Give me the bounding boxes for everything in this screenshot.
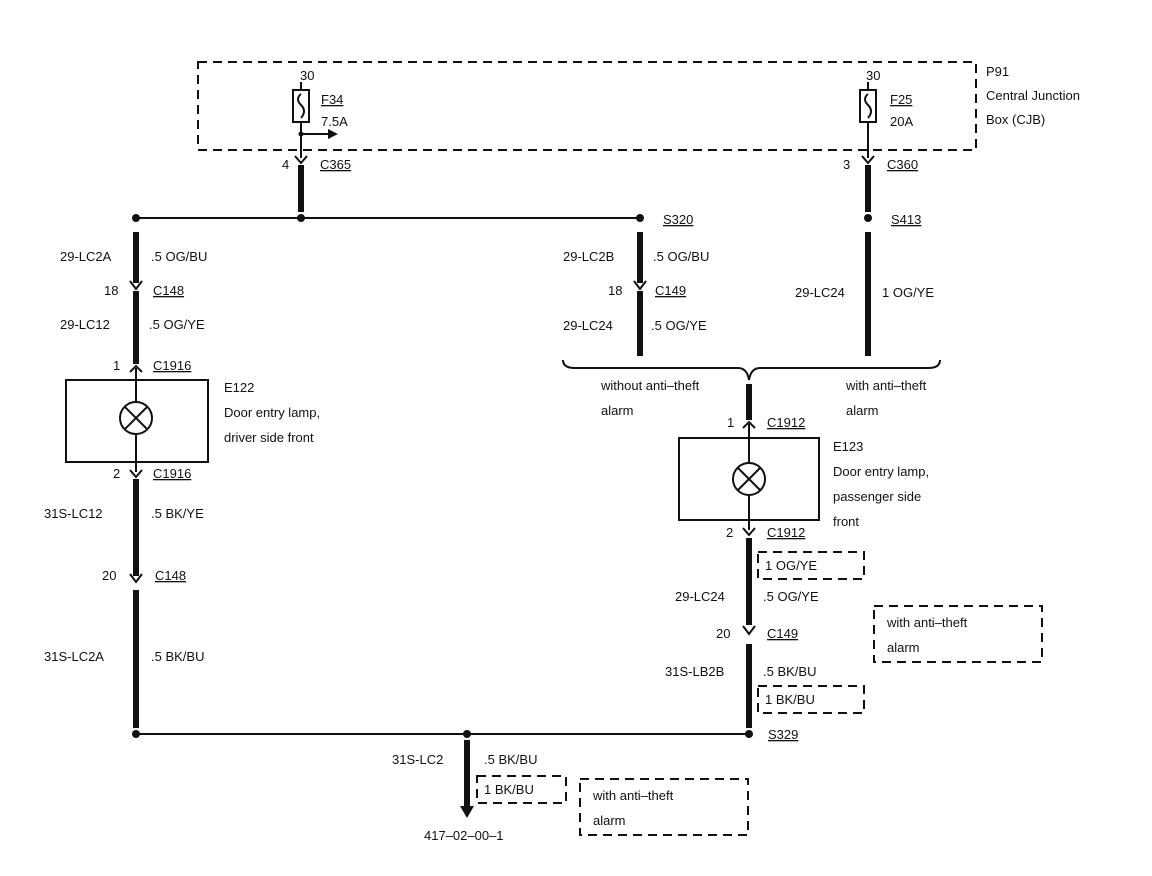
cjb-name-line1: Central Junction — [986, 88, 1080, 103]
lamp-e122-line1: Door entry lamp, — [224, 405, 320, 420]
lamp-e122-line2: driver side front — [224, 430, 314, 445]
c1912-top-label: C1912 — [767, 415, 805, 430]
option-with-line1: with anti–theft — [845, 378, 927, 393]
wire-s-lc12-spec: .5 BK/YE — [151, 506, 204, 521]
c360-label: C360 — [887, 157, 918, 172]
option-without-line1: without anti–theft — [600, 378, 700, 393]
wire-lc2b-spec: .5 OG/BU — [653, 249, 709, 264]
option-without-line2: alarm — [601, 403, 634, 418]
option-box-right — [873, 605, 1043, 663]
wire-lc2b-circuit: 29-LC2B — [563, 249, 614, 264]
lamp-e123-line1: Door entry lamp, — [833, 464, 929, 479]
option-bottom-line2: alarm — [593, 813, 626, 828]
option-bottom-line1: with anti–theft — [592, 788, 674, 803]
c360-pin: 3 — [843, 157, 850, 172]
splice-s413-dot — [864, 214, 872, 222]
fuse-f25-id: F25 — [890, 92, 912, 107]
wire-lc24-mid-circuit: 29-LC24 — [563, 318, 613, 333]
wire-s-lb2b-alt-spec: 1 BK/BU — [765, 692, 815, 707]
option-box-bottom — [579, 778, 749, 836]
wire-lc24-lower-alt-spec: 1 OG/YE — [765, 558, 817, 573]
splice-s413: S413 — [891, 212, 921, 227]
c149-bot-pin: 20 — [716, 626, 730, 641]
wire-s-lc2-spec: .5 BK/BU — [484, 752, 537, 767]
wire-lc12-spec: .5 OG/YE — [149, 317, 205, 332]
lamp-e123-ref: E123 — [833, 439, 863, 454]
wire-s-lb2b-spec: .5 BK/BU — [763, 664, 816, 679]
c148-bot-label: C148 — [155, 568, 186, 583]
wire-lc24-lower-spec: .5 OG/YE — [763, 589, 819, 604]
c1916-top-pin: 1 — [113, 358, 120, 373]
wire-lc24-right-spec: 1 OG/YE — [882, 285, 934, 300]
wire-s-lc12-circuit: 31S-LC12 — [44, 506, 103, 521]
c1912-top-pin: 1 — [727, 415, 734, 430]
wire-lc2a-spec: .5 OG/BU — [151, 249, 207, 264]
wire-s-lc2a-circuit: 31S-LC2A — [44, 649, 104, 664]
wire-lc24-lower-circuit: 29-LC24 — [675, 589, 725, 604]
lamp-e123-line3: front — [833, 514, 859, 529]
option-right-line1: with anti–theft — [886, 615, 968, 630]
wire-s-lc2-circuit: 31S-LC2 — [392, 752, 443, 767]
splice-s329: S329 — [768, 727, 798, 742]
c148-top-label: C148 — [153, 283, 184, 298]
wire-s-lb2b-circuit: 31S-LB2B — [665, 664, 724, 679]
cjb-ref: P91 — [986, 64, 1009, 79]
wire-s-lc2a-spec: .5 BK/BU — [151, 649, 204, 664]
fuse-f34-circuit: 30 — [300, 68, 314, 83]
ground-reference: 417–02–00–1 — [424, 828, 504, 843]
c365-label: C365 — [320, 157, 351, 172]
wire-lc2a-circuit: 29-LC2A — [60, 249, 112, 264]
splice-s329-dot — [745, 730, 753, 738]
c148-bot-pin: 20 — [102, 568, 116, 583]
option-right-line2: alarm — [887, 640, 920, 655]
fuse-f34-arrow-icon — [328, 129, 338, 139]
wire-lc24-mid-spec: .5 OG/YE — [651, 318, 707, 333]
cjb-name-line2: Box (CJB) — [986, 112, 1045, 127]
c1916-bot-label: C1916 — [153, 466, 191, 481]
lamp-e122-ref: E122 — [224, 380, 254, 395]
c149-top-label: C149 — [655, 283, 686, 298]
fuse-f34-rating: 7.5A — [321, 114, 348, 129]
c1912-bot-label: C1912 — [767, 525, 805, 540]
c1916-bot-pin: 2 — [113, 466, 120, 481]
fuse-f34: 30 F34 7.5A — [292, 68, 348, 158]
ground-arrow-icon — [460, 806, 474, 818]
splice-s320: S320 — [663, 212, 693, 227]
c1916-top-label: C1916 — [153, 358, 191, 373]
wire-s-lc2-alt-spec: 1 BK/BU — [484, 782, 534, 797]
lamp-e123-line2: passenger side — [833, 489, 921, 504]
c365-pin: 4 — [282, 157, 289, 172]
cjb-outline — [197, 61, 977, 151]
c149-bot-label: C149 — [767, 626, 798, 641]
c149-top-pin: 18 — [608, 283, 622, 298]
wire-s-lc2-alt-box — [476, 775, 567, 804]
wire-lc12-circuit: 29-LC12 — [60, 317, 110, 332]
splice-s320-dot — [636, 214, 644, 222]
c1912-bot-pin: 2 — [726, 525, 733, 540]
wire-lc24-lower-alt-box — [757, 551, 865, 580]
fuse-f25: 30 F25 20A — [859, 68, 913, 158]
fuse-f34-id: F34 — [321, 92, 343, 107]
fuse-f25-circuit: 30 — [866, 68, 880, 83]
option-with-line2: alarm — [846, 403, 879, 418]
c148-top-pin: 18 — [104, 283, 118, 298]
wire-s-lb2b-alt-box — [757, 685, 865, 714]
option-brace — [562, 359, 941, 381]
wire-lc24-right-circuit: 29-LC24 — [795, 285, 845, 300]
fuse-f25-rating: 20A — [890, 114, 913, 129]
